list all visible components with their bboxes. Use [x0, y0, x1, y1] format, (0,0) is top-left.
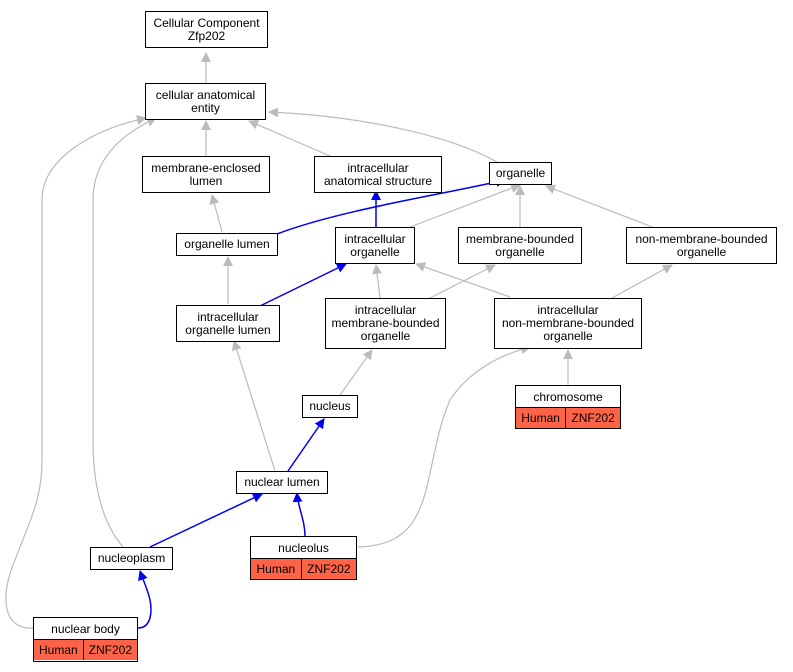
node-chromosome-annotations: Human ZNF202: [516, 408, 621, 428]
node-intracellular-organelle-lumen[interactable]: intracellular organelle lumen: [176, 305, 280, 342]
node-nuclear-body-label: nuclear body: [34, 618, 137, 640]
edge-iol-part-of-io: [259, 263, 347, 307]
edge-nucleolus-to-inmbo: [357, 344, 531, 548]
node-cellular-anatomical-entity[interactable]: cellular anatomical entity: [145, 83, 266, 120]
edge-organelle-to-cae: [268, 107, 498, 163]
node-nuclear-body[interactable]: nuclear body Human ZNF202: [33, 617, 138, 662]
edge-nucleoplasm-part-of-nuclear-lumen: [149, 493, 263, 548]
node-intracellular-anatomical-structure[interactable]: intracellular anatomical structure: [314, 156, 442, 193]
node-membrane-enclosed-lumen[interactable]: membrane-enclosed lumen: [142, 156, 270, 193]
node-organelle-lumen[interactable]: organelle lumen: [176, 233, 278, 256]
edge-ias-to-cae: [248, 119, 331, 157]
node-intracellular-non-membrane-bounded-organelle[interactable]: intracellular non-membrane-bounded organ…: [494, 298, 642, 349]
gene-badge: ZNF202: [565, 408, 621, 428]
edge-imbo-to-mbo: [429, 264, 496, 299]
gene-badge: ZNF202: [82, 640, 138, 660]
edge-nuclear-body-part-of-nucleoplasm: [137, 570, 152, 629]
edge-inmbo-to-io: [415, 262, 511, 298]
species-badge: Human: [34, 640, 83, 660]
node-chromosome[interactable]: chromosome Human ZNF202: [515, 385, 621, 429]
edge-nuclear-body-to-cae: [5, 115, 147, 629]
edge-nucleus-to-imbo: [339, 349, 373, 396]
edge-ol-part-of-organelle: [276, 177, 506, 235]
species-badge: Human: [516, 408, 566, 428]
node-nucleus[interactable]: nucleus: [302, 395, 358, 418]
node-organelle[interactable]: organelle: [489, 162, 552, 185]
edge-nuclear-lumen-to-iol: [231, 340, 276, 472]
species-badge: Human: [251, 559, 301, 579]
node-nuclear-body-annotations: Human ZNF202: [34, 640, 138, 660]
node-nuclear-lumen[interactable]: nuclear lumen: [236, 471, 328, 494]
edge-imbo-to-io: [372, 264, 383, 299]
node-membrane-bounded-organelle[interactable]: membrane-bounded organelle: [458, 227, 582, 264]
node-chromosome-label: chromosome: [516, 386, 620, 408]
node-nucleolus[interactable]: nucleolus Human ZNF202: [250, 536, 357, 580]
edge-nuclear-lumen-part-of-nucleus: [287, 418, 325, 472]
edge-ol-to-mel: [209, 194, 223, 233]
node-intracellular-organelle[interactable]: intracellular organelle: [335, 227, 415, 264]
edge-nucleoplasm-to-cae: [92, 117, 157, 548]
node-intracellular-membrane-bounded-organelle[interactable]: intracellular membrane-bounded organelle: [325, 298, 446, 349]
node-nucleolus-label: nucleolus: [251, 537, 356, 559]
node-nucleoplasm[interactable]: nucleoplasm: [90, 547, 173, 570]
edge-nucleolus-part-of-nuclear-lumen: [292, 492, 306, 537]
gene-badge: ZNF202: [300, 559, 357, 579]
node-nucleolus-annotations: Human ZNF202: [251, 559, 357, 579]
edge-nmbo-to-organelle: [545, 184, 656, 229]
node-non-membrane-bounded-organelle[interactable]: non-membrane-bounded organelle: [626, 227, 777, 264]
edge-inmbo-to-nmbo: [611, 264, 673, 299]
edge-io-to-organelle: [409, 183, 521, 228]
node-cellular-component[interactable]: Cellular Component Zfp202: [145, 11, 268, 48]
